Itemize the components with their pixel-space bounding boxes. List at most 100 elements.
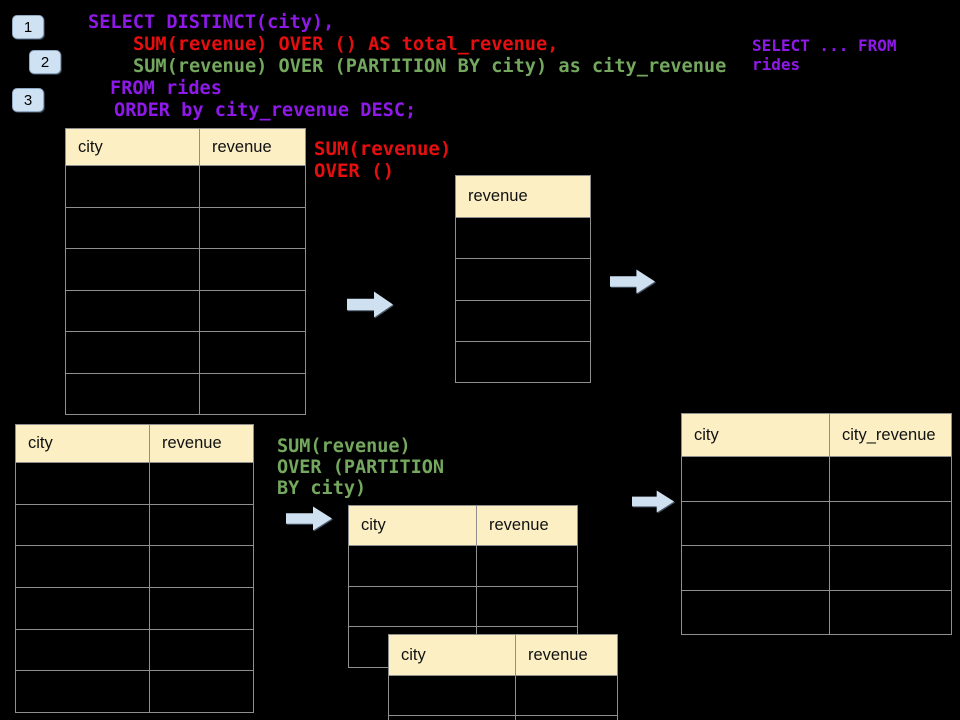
table-row <box>455 216 591 260</box>
column-header: city_revenue <box>829 413 952 457</box>
empty-cell <box>149 545 254 589</box>
step-badge-3: 3 <box>12 88 44 112</box>
empty-cell <box>199 248 306 291</box>
table-row <box>15 587 254 630</box>
table-row <box>15 462 254 505</box>
empty-cell <box>681 545 830 591</box>
table-row <box>388 675 618 716</box>
empty-cell <box>65 206 200 249</box>
table-row <box>65 165 306 208</box>
table-row <box>681 500 952 546</box>
table-row <box>455 258 591 301</box>
empty-cell <box>65 248 200 291</box>
table-row <box>681 456 952 502</box>
empty-cell <box>348 585 477 628</box>
arrow-right-icon <box>286 506 332 531</box>
empty-cell <box>15 670 150 714</box>
column-header: city <box>388 634 516 676</box>
table-row <box>65 206 306 249</box>
table-row <box>65 331 306 374</box>
empty-cell <box>149 462 254 505</box>
column-header: city <box>348 505 477 546</box>
sql-code-line-select: SELECT DISTINCT(city), <box>88 12 335 33</box>
step-badge-1: 1 <box>12 15 44 39</box>
table-row <box>681 545 952 591</box>
empty-cell <box>476 585 578 628</box>
column-header: city <box>15 424 150 463</box>
empty-cell <box>515 715 618 720</box>
table-row <box>15 545 254 589</box>
empty-cell <box>199 289 306 332</box>
empty-cell <box>681 500 830 546</box>
arrow-right-icon <box>347 291 393 318</box>
empty-cell <box>829 589 952 635</box>
empty-cell <box>149 628 254 672</box>
table-row <box>455 299 591 342</box>
table-row <box>65 289 306 332</box>
table-row <box>15 670 254 714</box>
empty-cell <box>15 545 150 589</box>
table-row <box>15 503 254 547</box>
column-header: revenue <box>476 505 578 546</box>
empty-cell <box>199 165 306 208</box>
empty-cell <box>455 340 591 384</box>
empty-cell <box>65 165 200 208</box>
table-row <box>455 340 591 384</box>
empty-cell <box>65 372 200 415</box>
empty-cell <box>681 456 830 502</box>
column-header: city <box>681 413 830 457</box>
empty-cell <box>149 587 254 630</box>
empty-cell <box>515 675 618 716</box>
step-badge-2: 2 <box>29 50 61 74</box>
empty-cell <box>199 331 306 374</box>
empty-cell <box>348 545 477 587</box>
sql-code-line-from: FROM rides <box>110 78 222 99</box>
column-header: revenue <box>515 634 618 676</box>
note-select-from-rides: SELECT ... FROM rides <box>752 36 897 74</box>
empty-cell <box>455 258 591 301</box>
empty-cell <box>15 462 150 505</box>
empty-cell <box>199 206 306 249</box>
empty-cell <box>681 589 830 635</box>
table-row <box>15 628 254 672</box>
table-row <box>65 372 306 415</box>
column-header: revenue <box>199 128 306 166</box>
empty-cell <box>388 675 516 716</box>
sql-code-line-order-by: ORDER by city_revenue DESC; <box>114 100 417 121</box>
empty-cell <box>829 456 952 502</box>
empty-cell <box>829 545 952 591</box>
table-revenue-only: revenue <box>455 175 591 384</box>
empty-cell <box>388 715 516 720</box>
arrow-right-icon <box>610 269 656 294</box>
empty-cell <box>199 372 306 415</box>
empty-cell <box>455 216 591 260</box>
empty-cell <box>15 587 150 630</box>
annotation-sum-over-empty: SUM(revenue) OVER () <box>314 138 452 182</box>
empty-cell <box>149 670 254 714</box>
table-row <box>65 248 306 291</box>
arrow-right-icon <box>632 490 675 513</box>
table-row <box>681 589 952 635</box>
empty-cell <box>149 503 254 547</box>
sql-code-line-sum-over-partition: SUM(revenue) OVER (PARTITION BY city) as… <box>133 56 727 77</box>
sql-code-line-sum-over-total: SUM(revenue) OVER () AS total_revenue, <box>133 34 559 55</box>
empty-cell <box>476 545 578 587</box>
empty-cell <box>455 299 591 342</box>
column-header: revenue <box>455 175 591 218</box>
empty-cell <box>829 500 952 546</box>
empty-cell <box>65 289 200 332</box>
table-row <box>348 585 578 628</box>
table-row <box>388 715 618 720</box>
annotation-sum-over-partition-by-city: SUM(revenue) OVER (PARTITION BY city) <box>277 436 445 499</box>
empty-cell <box>65 331 200 374</box>
column-header: revenue <box>149 424 254 463</box>
column-header: city <box>65 128 200 166</box>
table-row <box>348 545 578 587</box>
